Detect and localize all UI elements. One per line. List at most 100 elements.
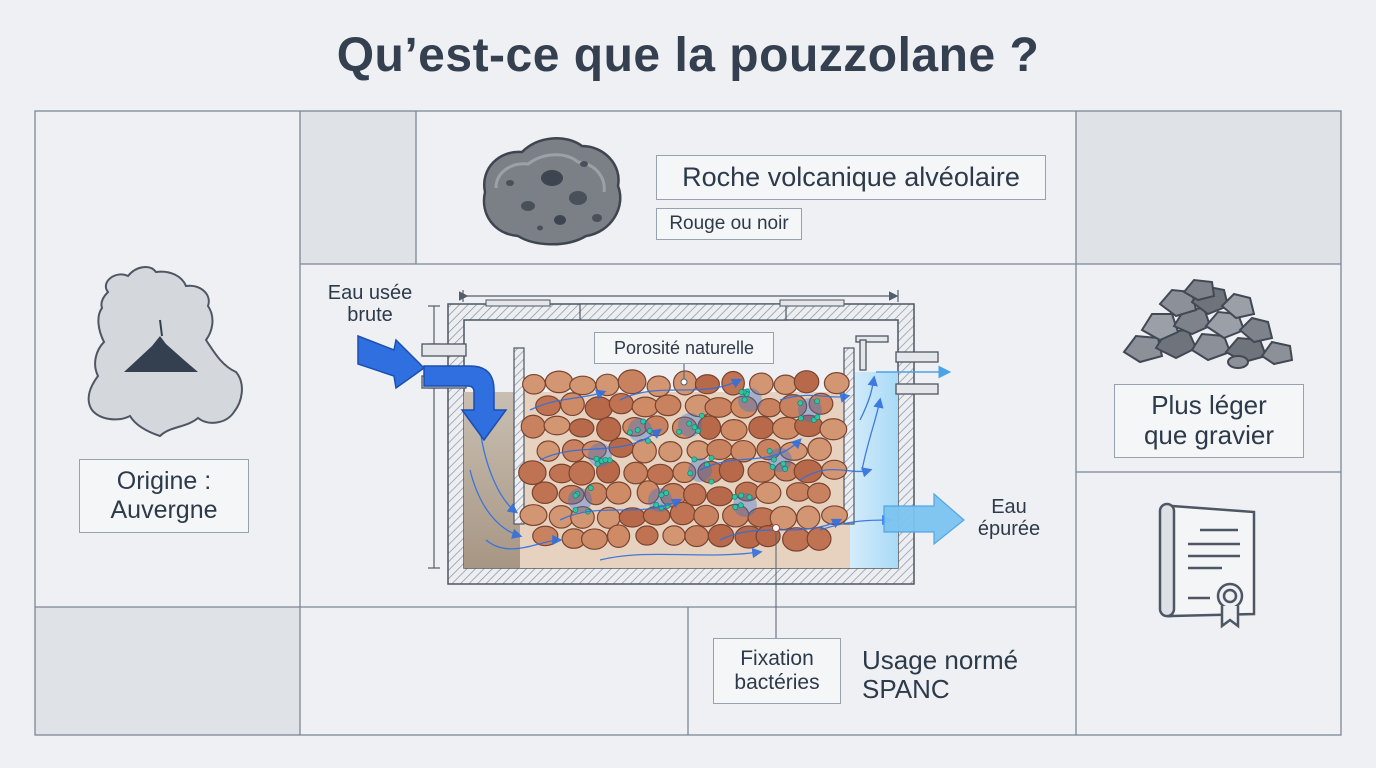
bacteria-dot [766,448,773,454]
pozzolan-stone [635,525,659,546]
pozzolan-stone [646,375,671,398]
bacteria-dot [698,412,705,419]
pozzolan-stone [531,481,559,505]
bacteria-dot [695,428,701,434]
bacteria-dot [691,424,698,431]
pozzolan-stone [755,481,782,504]
bacteria-dot [658,492,665,498]
pozzolan-stone [697,415,722,440]
label-eau-usee: Eau usée brute [318,282,422,327]
label-fixation-line2: bactéries [734,671,820,694]
pozzolan-stone [618,507,647,528]
label-rouge-ou-noir: Rouge ou noir [656,208,802,240]
filter-tank-diagram [357,290,965,638]
pozzolan-stone [672,461,697,484]
pozzolan-stone [808,392,834,415]
pozzolan-stone [819,418,848,441]
label-usage-norme: Usage normé SPANC [862,645,1062,705]
pozzolan-stone [548,505,575,529]
pozzolan-stone [806,526,832,551]
pozzolan-stone [707,523,735,548]
pozzolan-stone [584,396,613,420]
bacteria-dot [732,504,739,511]
bacteria-dot [572,492,579,499]
grid-lines [34,110,1342,736]
pozzolan-stone [793,370,820,394]
pozzolan-stone [596,416,622,442]
label-origine: Origine : Auvergne [79,459,249,533]
pozzolan-stone [683,483,707,507]
pozzolan-stone [686,440,711,461]
pozzolan-stone [654,394,682,417]
bacteria-dot [686,420,693,427]
pozzolan-stone [718,457,745,483]
bacteria-dot [663,490,670,496]
pozzolan-stone [730,439,757,463]
bacteria-dot [769,464,776,470]
certificate-icon [1158,502,1256,629]
label-fixation-bacteries: Fixation bactéries [713,638,841,704]
bacteria-dot [594,461,601,467]
label-plus-leger-line1: Plus léger [1151,390,1267,421]
bacteria-dot [741,396,748,403]
pozzolan-stone [543,415,571,436]
label-eau-epuree-line1: Eau [991,496,1027,518]
pozzolan-stone [730,395,758,419]
pozzolan-stone [605,481,632,505]
bacteria-dot [634,427,641,433]
pozzolan-stone [617,369,647,395]
bacteria-dot [572,507,579,514]
bacteria-dot [771,456,777,463]
bacteria-cluster [568,488,592,512]
bacteria-dot [602,457,609,463]
pozzolan-stone [658,441,683,463]
pozzolan-stone [684,525,710,548]
bacteria-dot [691,456,698,463]
pozzolan-stone [706,486,734,507]
bacteria-dot [593,455,600,462]
label-roche-volcanique: Roche volcanique alvéolaire [656,155,1046,200]
bacteria-dot [653,501,660,508]
gravel-pile-icon [1122,278,1294,369]
label-porosite: Porosité naturelle [594,332,774,364]
pozzolan-stone [595,373,620,397]
bacteria-dot [814,414,821,421]
pozzolan-stone [748,372,774,396]
pozzolan-stone [669,501,696,526]
bacteria-dot [814,398,821,405]
bacteria-dot [646,427,653,434]
label-fixation-line1: Fixation [740,646,814,670]
label-eau-epuree: Eau épurée [964,496,1054,541]
pozzolan-stone [544,370,574,394]
pozzolan-stone [806,482,831,504]
pozzolan-stone [807,437,832,462]
pozzolan-stone [560,392,585,417]
label-eau-usee-line1: Eau usée [327,282,413,304]
pozzolan-stone [704,397,734,418]
bacteria-dot [797,415,804,422]
pozzolan-stone [720,419,748,442]
pozzolan-stone [536,440,561,462]
bacteria-dot [626,429,633,436]
bacteria-dot [780,460,787,467]
bacteria-dot [782,466,789,472]
pozzolan-stone [662,525,686,546]
label-plus-leger: Plus léger que gravier [1114,384,1304,458]
pozzolan-stone [636,480,660,505]
bacteria-dot [746,494,753,501]
label-eau-usee-line2: brute [347,304,393,327]
page-title: Qu’est-ce que la pouzzolane ? [336,29,1040,82]
bacteria-dot [731,493,738,500]
pozzolan-stone [821,505,849,526]
pozzolan-stone [796,505,821,530]
bacteria-dot [587,485,594,491]
label-plus-leger-line2: que gravier [1143,420,1275,450]
pozzolan-stone [568,460,596,486]
pozzolan-stone [521,373,546,395]
pozzolan-stone [519,504,548,527]
pozzolan-stone [606,524,631,549]
pozzolan-stone [631,396,660,418]
label-usage-line2: SPANC [862,674,950,705]
pozzolan-stone [520,414,546,439]
